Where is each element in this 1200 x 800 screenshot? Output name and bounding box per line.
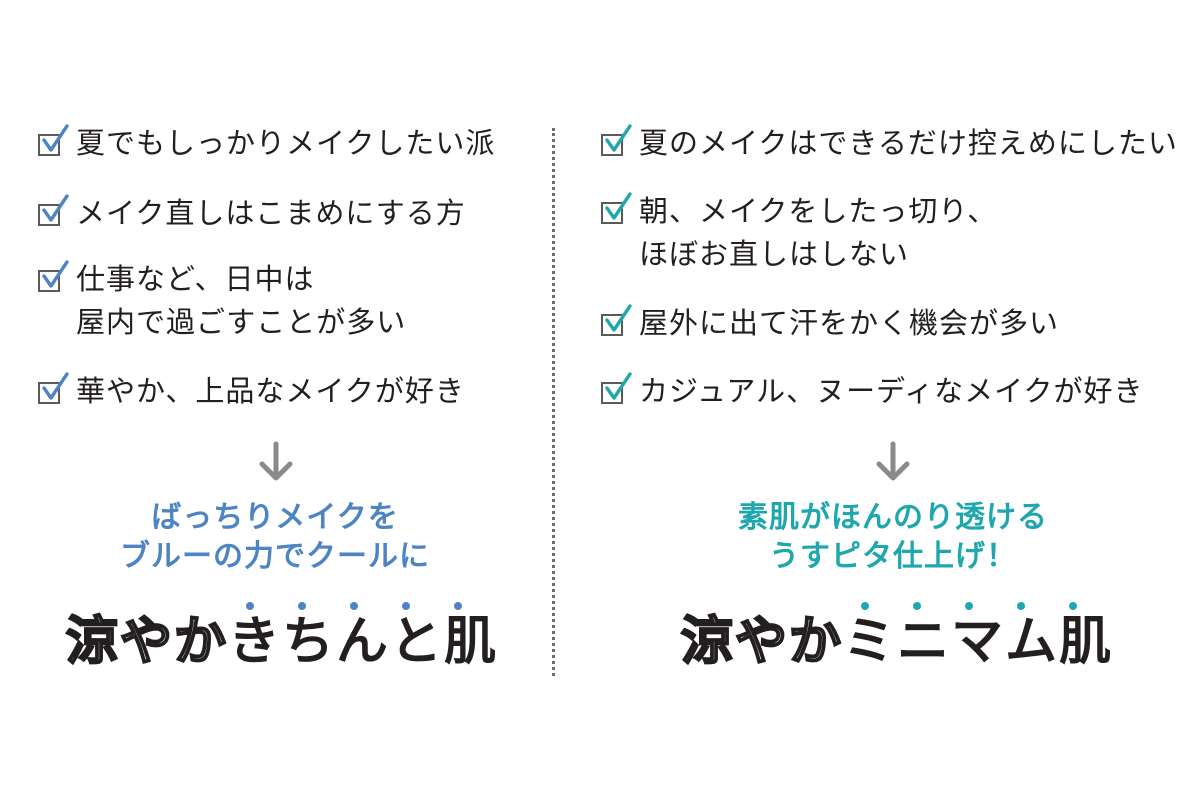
checked-box-icon — [601, 304, 632, 336]
checklist-item-text: 屋外に出て汗をかく機会が多い — [639, 306, 1060, 340]
checklist-item: 夏でもしっかりメイクしたい派 — [38, 122, 495, 165]
emphasis-dots — [843, 602, 1113, 612]
subtitle-right: 素肌がほんのり透ける うすピタ仕上げ！ — [738, 500, 1048, 574]
headline-outline-text: 涼やか — [680, 611, 844, 673]
headline-outline-text: 涼やか — [65, 611, 229, 673]
emphasis-dots — [228, 602, 498, 612]
checklist-item: 華やか、上品なメイクが好き — [38, 370, 465, 413]
checked-box-icon — [38, 372, 69, 404]
arrow-down-icon — [259, 441, 293, 481]
checklist-item-text: カジュアル、ヌーディなメイクが好き — [639, 374, 1144, 408]
checklist-item-text: 朝、メイクをしたっ切り、 ほぼお直しはしない — [639, 194, 998, 271]
headline-solid-text: ミニマム肌 — [843, 602, 1113, 674]
checklist-item: 朝、メイクをしたっ切り、 ほぼお直しはしない — [601, 190, 997, 276]
checked-box-icon — [38, 194, 69, 226]
subtitle-left: ばっちりメイクを ブルーの力でクールに — [120, 500, 430, 574]
checklist-item-text: 夏のメイクはできるだけ控えめにしたい — [639, 126, 1178, 160]
checklist-item: 夏のメイクはできるだけ控えめにしたい — [601, 122, 1178, 165]
checklist-item: 屋外に出て汗をかく機会が多い — [601, 302, 1059, 345]
checklist-item-text: 夏でもしっかりメイクしたい派 — [76, 126, 496, 160]
dotted-divider — [552, 128, 555, 676]
checklist-item-text: 仕事など、日中は 屋内で過ごすことが多い — [76, 262, 407, 339]
right-column: 夏のメイクはできるだけ控えめにしたい 朝、メイクをしたっ切り、 ほぼお直しはしな… — [555, 0, 1200, 800]
checked-box-icon — [38, 260, 69, 292]
checklist-item-text: 華やか、上品なメイクが好き — [76, 374, 465, 408]
checklist-item: カジュアル、ヌーディなメイクが好き — [601, 370, 1144, 413]
checklist-item-text: メイク直しはこまめにする方 — [76, 196, 466, 230]
headline-left: 涼やか きちんと肌 — [65, 602, 498, 674]
checked-box-icon — [38, 124, 69, 156]
headline-right: 涼やか ミニマム肌 — [680, 602, 1113, 674]
checked-box-icon — [601, 372, 632, 404]
arrow-down-icon — [876, 441, 910, 481]
left-column: 夏でもしっかりメイクしたい派 メイク直しはこまめにする方 仕事など、日中は 屋内… — [0, 0, 550, 800]
checked-box-icon — [601, 192, 632, 224]
checklist-item: メイク直しはこまめにする方 — [38, 192, 466, 235]
checked-box-icon — [601, 124, 632, 156]
checklist-item: 仕事など、日中は 屋内で過ごすことが多い — [38, 258, 406, 344]
headline-solid-text: きちんと肌 — [228, 602, 498, 674]
